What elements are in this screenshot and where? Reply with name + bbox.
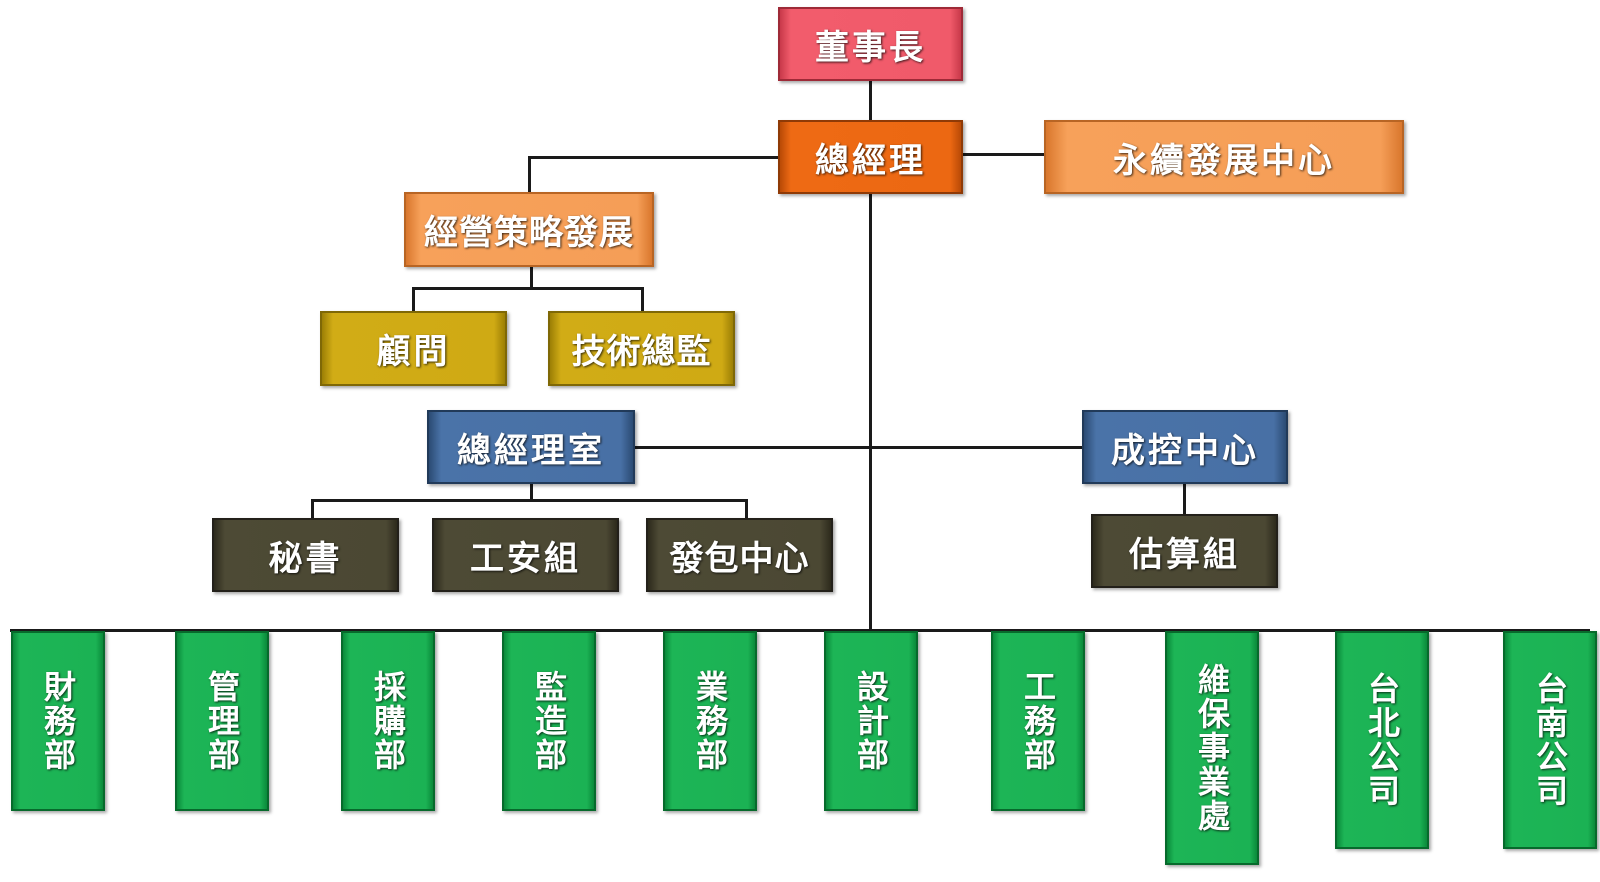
- subcontract-center-box: 發包中心: [646, 518, 833, 592]
- department-engineering: 工務部: [991, 631, 1085, 811]
- connector-line: [962, 153, 1044, 156]
- connector-line: [412, 287, 644, 290]
- connector-line: [869, 80, 872, 120]
- connector-line: [869, 192, 872, 631]
- connector-line: [745, 499, 748, 519]
- connector-line: [311, 499, 314, 519]
- department-tainan-branch: 台南公司: [1503, 631, 1597, 849]
- consultant-box: 顧問: [320, 311, 507, 386]
- chairman-box: 董事長: [778, 7, 963, 81]
- connector-line: [641, 287, 644, 312]
- connector-line: [412, 287, 415, 312]
- safety-team-box: 工安組: [432, 518, 619, 592]
- connector-line: [633, 446, 1083, 449]
- connector-line: [528, 156, 531, 192]
- sustainability-center-box: 永續發展中心: [1044, 120, 1404, 194]
- department-taipei-branch: 台北公司: [1335, 631, 1429, 849]
- general-manager-box: 總經理: [778, 120, 963, 194]
- connector-line: [311, 499, 748, 502]
- estimation-team-box: 估算組: [1091, 514, 1278, 588]
- cost-control-center-box: 成控中心: [1082, 410, 1288, 484]
- department-business: 業務部: [663, 631, 757, 811]
- secretary-box: 秘書: [212, 518, 399, 592]
- strategy-dev-box: 經營策略發展: [404, 192, 654, 267]
- connector-line: [1183, 481, 1186, 515]
- department-finance: 財務部: [11, 631, 105, 811]
- department-management: 管理部: [175, 631, 269, 811]
- department-supervision: 監造部: [502, 631, 596, 811]
- connector-line: [528, 156, 778, 159]
- department-procurement: 採購部: [341, 631, 435, 811]
- connector-line: [530, 266, 533, 288]
- connector-line: [530, 481, 533, 501]
- department-maintenance: 維保事業處: [1165, 631, 1259, 865]
- technical-director-box: 技術總監: [548, 311, 735, 386]
- connector-line: [10, 629, 1590, 632]
- department-design: 設計部: [824, 631, 918, 811]
- gm-office-box: 總經理室: [427, 410, 635, 484]
